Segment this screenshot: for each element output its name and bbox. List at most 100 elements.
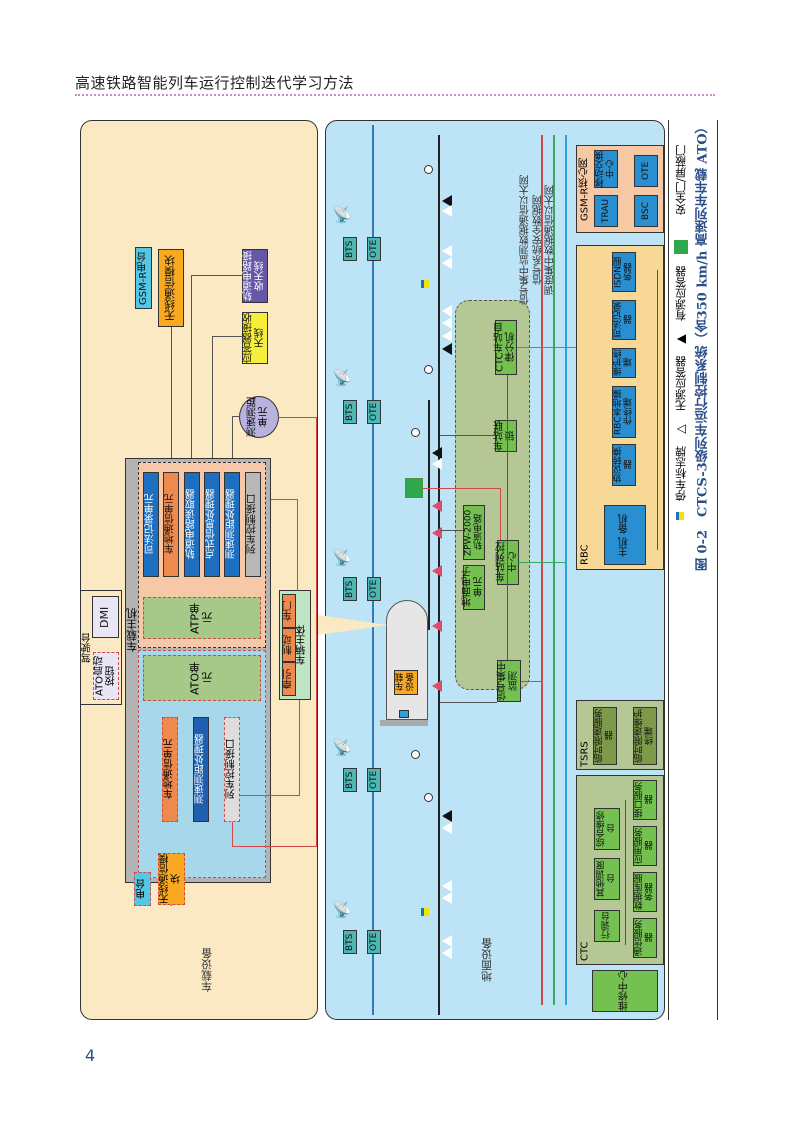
ctc-item: 应用服务器	[633, 826, 657, 866]
ato-module: 车地通信单元	[162, 717, 178, 822]
tsrs-item: 临时限速服务器	[593, 707, 617, 765]
connector-line	[297, 499, 298, 591]
ote-box: OTE	[367, 237, 381, 261]
track-circuit-marker-icon	[432, 527, 442, 539]
rbc-label: RBC	[579, 544, 591, 566]
station-area	[455, 300, 530, 690]
stop-sign-icon	[421, 280, 429, 288]
passive-balise-icon	[442, 892, 452, 904]
ctc-item: 通信服务器	[633, 918, 657, 958]
connector-line	[191, 275, 243, 276]
connector-line	[440, 435, 495, 436]
connector-line	[521, 681, 541, 682]
onboard-device-label: 车载设备	[394, 670, 418, 695]
connector-line	[212, 336, 213, 458]
network-label: 信号系统安全数据网	[533, 195, 545, 285]
passive-balise-icon	[442, 880, 452, 892]
stop-sign-icon	[676, 512, 684, 520]
active-balise-icon	[442, 810, 452, 822]
train-window	[399, 710, 409, 718]
callout-pointer	[318, 615, 388, 635]
bts-antenna-icon: 📡	[332, 738, 352, 757]
passive-balise-icon	[442, 935, 452, 947]
active-balise-icon	[432, 447, 442, 459]
connector-line	[507, 375, 508, 660]
running-header: 高速铁路智能列车运行控制迭代学习方法	[75, 74, 355, 92]
active-balise-icon	[442, 343, 452, 355]
ato-unit: ATO单元	[143, 655, 261, 701]
connector-line	[278, 417, 316, 418]
atp-module: 点式信息处理器	[204, 472, 220, 577]
msc-box: 移动交换中心	[594, 150, 618, 188]
radio-link-line	[372, 125, 374, 1015]
connector-line	[299, 700, 300, 796]
connector-line	[232, 846, 317, 847]
atp-module: 司法记录单元	[143, 472, 159, 577]
connector-line	[316, 417, 317, 847]
atp-module: 列车控制接口	[245, 472, 261, 577]
track-circuit-marker-icon	[432, 565, 442, 577]
connector-line	[625, 800, 626, 945]
network-line-dispatch	[565, 135, 567, 1005]
connector-line	[657, 270, 658, 550]
rbc-item: RBC本地操作终端	[612, 386, 636, 438]
vehicle-part-door: 车门	[282, 594, 296, 628]
passive-balise-icon	[442, 947, 452, 959]
station-interlocking: 车站联锁	[494, 420, 517, 452]
signal-light-icon	[424, 165, 433, 174]
network-label: 调度集中数据通信以太网	[545, 185, 557, 295]
connector-line	[440, 530, 463, 531]
network-line-monitoring	[541, 135, 543, 1005]
train-base	[380, 720, 428, 726]
atp-module: 测速测距处理器	[224, 472, 240, 577]
bts-antenna-icon: 📡	[332, 205, 352, 224]
bts-box: BTS	[343, 768, 357, 792]
train-icon	[386, 600, 428, 720]
bts-antenna-icon: 📡	[332, 368, 352, 387]
legend-item-platform-door: 安全门/屏蔽门	[672, 120, 692, 240]
train-control-center: 车站列控中心	[497, 540, 519, 585]
ote-box: OTE	[367, 768, 381, 792]
ctc-item: 数据库服务器	[633, 872, 657, 912]
wireless-module-bottom: 无线通信模块	[158, 853, 185, 905]
signal-monitoring: 信号集中监测	[497, 660, 521, 702]
connector-line	[240, 795, 300, 796]
platform-door-link	[500, 488, 501, 540]
platform-door-icon	[674, 240, 688, 254]
zpw-2000-track-circuit: ZPW-2000轨道电路	[463, 505, 485, 560]
legend-item-passive-balise: 无源应答器	[674, 356, 688, 412]
connector-line	[517, 562, 565, 563]
platform-door-icon	[405, 478, 423, 498]
track-circuit-antenna: 轨道电路接收天线	[242, 249, 268, 303]
network-line-safety	[553, 135, 555, 1005]
tsrs-label: TSRS	[579, 741, 591, 767]
stop-sign-icon	[421, 908, 429, 916]
legend-caption-strip	[668, 120, 718, 1020]
signal-light-icon	[424, 793, 433, 802]
radio-bottom: 电台	[134, 872, 151, 906]
bts-antenna-icon: 📡	[332, 548, 352, 567]
connector-line	[232, 416, 240, 417]
rbc-item: 司法记录器	[612, 300, 636, 340]
gsm-ote-box: OTE	[634, 155, 658, 187]
passive-balise-icon	[442, 330, 452, 342]
legend-label: 安全门/屏蔽门	[674, 145, 688, 215]
page-number: 4	[85, 1046, 96, 1065]
passive-balise-icon	[442, 257, 452, 269]
speed-distance-unit: 测速测距单元	[239, 396, 279, 438]
ctc-item: 接口服务器	[633, 780, 657, 820]
passive-balise-icon	[442, 822, 452, 834]
connector-line	[212, 336, 243, 337]
platform-door-link	[423, 488, 501, 489]
connector-line	[440, 702, 497, 703]
connector-line	[232, 822, 233, 847]
rbc-item: 主机 备机	[604, 505, 646, 565]
connector-line	[232, 416, 233, 458]
railway-track-siding	[428, 400, 430, 630]
track-circuit-marker-icon	[432, 620, 442, 632]
maintenance-center: 维修中心	[592, 970, 658, 1012]
connector-line	[171, 327, 172, 458]
figure-caption: 图 0-2 CTCS-3级列车运行控制系统（含350 km/h 高速列车车载 A…	[695, 120, 711, 571]
bts-box: BTS	[343, 400, 357, 424]
ote-box: OTE	[367, 400, 381, 424]
